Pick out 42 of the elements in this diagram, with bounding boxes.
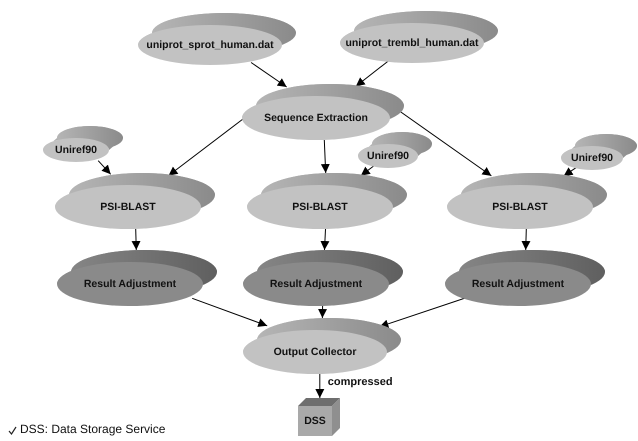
process-disc [447, 173, 607, 229]
node-label: Uniref90 [54, 144, 97, 156]
arrow [355, 60, 389, 87]
arrow [360, 164, 376, 176]
node-label: Result Adjustment [84, 278, 176, 290]
process-disc [242, 84, 404, 140]
node-label: Uniref90 [570, 152, 613, 164]
process-disc [340, 11, 498, 63]
node-label: Result Adjustment [472, 278, 564, 290]
arrow [521, 228, 530, 250]
arrow [98, 160, 112, 175]
process-disc [43, 126, 123, 162]
process-disc [243, 250, 403, 306]
arrow [168, 118, 244, 176]
arrow [250, 62, 288, 88]
node-label: uniprot_sprot_human.dat [146, 39, 274, 51]
arrow [192, 298, 268, 327]
arrow [320, 140, 330, 174]
edge-label: compressed [326, 376, 394, 388]
process-disc [358, 132, 432, 168]
process-disc [561, 134, 637, 170]
arrow [315, 374, 324, 398]
node-label: Result Adjustment [270, 278, 362, 290]
process-disc [243, 318, 401, 374]
node-label: Sequence Extraction [264, 112, 368, 124]
node-label: DSS [304, 415, 326, 427]
arrow [563, 166, 578, 177]
node-label: Uniref90 [366, 150, 409, 162]
legend-note: DSS: Data Storage Service [20, 422, 166, 436]
node-label: Output Collector [274, 346, 356, 358]
arrow [318, 306, 328, 318]
process-disc [445, 250, 605, 306]
node-label: PSI-BLAST [292, 201, 348, 213]
node-label: PSI-BLAST [100, 201, 156, 213]
process-disc [57, 250, 217, 306]
arrow [132, 228, 141, 250]
process-disc [138, 13, 296, 65]
process-disc [247, 173, 407, 229]
arrow [320, 228, 330, 250]
process-disc [55, 173, 215, 229]
node-label: uniprot_trembl_human.dat [345, 37, 478, 49]
node-label: PSI-BLAST [492, 201, 548, 213]
